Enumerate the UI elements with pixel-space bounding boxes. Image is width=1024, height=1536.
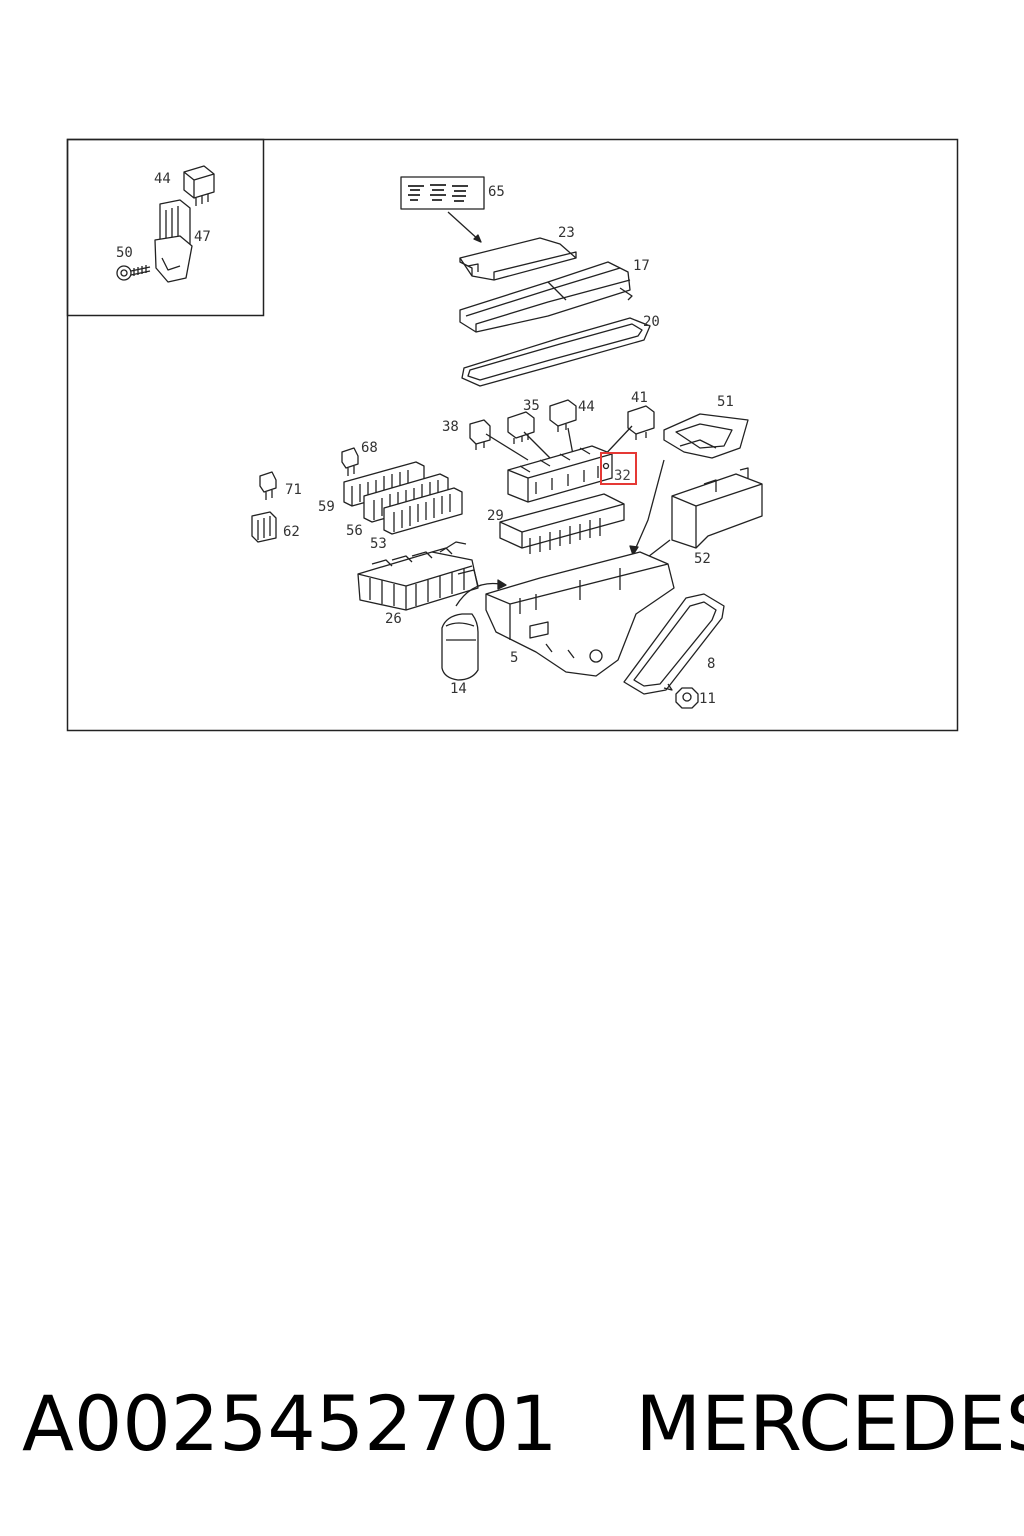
callout-label-14: 14 (450, 681, 467, 697)
fuse-box-housing-part-5 (485, 551, 675, 677)
callout-label-51: 51 (717, 394, 734, 410)
callout-label-5: 5 (510, 650, 518, 666)
seal-part-20 (461, 317, 651, 387)
callout-label-35: 35 (523, 398, 540, 414)
part-number: A0025452701 (22, 1378, 558, 1468)
relay-part-35 (507, 411, 535, 444)
control-module-part-52 (671, 467, 763, 549)
callout-label-68: 68 (361, 440, 378, 456)
cover-part-23 (459, 237, 577, 281)
cap-part-14 (441, 613, 479, 681)
relay-bracket-part-47 (154, 199, 193, 283)
callout-label-23: 23 (558, 225, 575, 241)
callout-label-59: 59 (318, 499, 335, 515)
terminal-bar-part-29 (499, 493, 625, 554)
callout-label-65: 65 (488, 184, 505, 200)
callout-label-44b: 44 (578, 399, 595, 415)
screw-part-50 (116, 265, 151, 281)
callout-label-56: 56 (346, 523, 363, 539)
bracket-part-51 (663, 413, 749, 459)
fuse-block-part-26 (357, 541, 479, 611)
relay-part-44-inset (183, 165, 215, 206)
callout-label-52: 52 (694, 551, 711, 567)
callout-label-17: 17 (633, 258, 650, 274)
info-label-part-65 (400, 176, 485, 210)
fuse-strip-part-59 (343, 461, 425, 507)
nut-part-11 (675, 687, 699, 709)
relay-part-38 (469, 419, 491, 450)
diagram-frame (66, 138, 959, 732)
callout-label-38: 38 (442, 419, 459, 435)
fuse-part-71 (259, 471, 277, 500)
callout-label-47: 47 (194, 229, 211, 245)
fuse-part-68 (341, 447, 359, 476)
relay-part-41 (627, 405, 655, 440)
highlight-box-32 (600, 452, 637, 485)
callout-label-44a: 44 (154, 171, 171, 187)
relay-part-44 (549, 399, 577, 432)
footer-caption: A0025452701 MERCEDES (22, 1368, 1024, 1478)
callout-label-53: 53 (370, 536, 387, 552)
callout-label-62: 62 (283, 524, 300, 540)
fuse-part-32 (602, 462, 610, 470)
callout-label-29: 29 (487, 508, 504, 524)
inset-frame (66, 138, 265, 317)
callout-label-71: 71 (285, 482, 302, 498)
callout-label-11: 11 (699, 691, 716, 707)
brand-name: MERCEDES (635, 1378, 1024, 1468)
leader-arrow-65 (447, 211, 481, 242)
cover-part-17 (459, 261, 633, 333)
callout-label-50: 50 (116, 245, 133, 261)
callout-label-8: 8 (707, 656, 715, 672)
gasket-part-8 (623, 593, 725, 695)
fuse-strip-part-53 (383, 487, 463, 535)
callout-label-26: 26 (385, 611, 402, 627)
fuse-holder-part-62 (251, 511, 277, 543)
callout-label-41: 41 (631, 390, 648, 406)
relay-carrier-block (507, 445, 613, 503)
callout-label-32: 32 (614, 468, 631, 484)
callout-label-20: 20 (643, 314, 660, 330)
exploded-parts-diagram: 44 47 50 65 23 17 20 38 35 44 41 51 68 32 71 59 29 62 56 53… (66, 138, 959, 732)
